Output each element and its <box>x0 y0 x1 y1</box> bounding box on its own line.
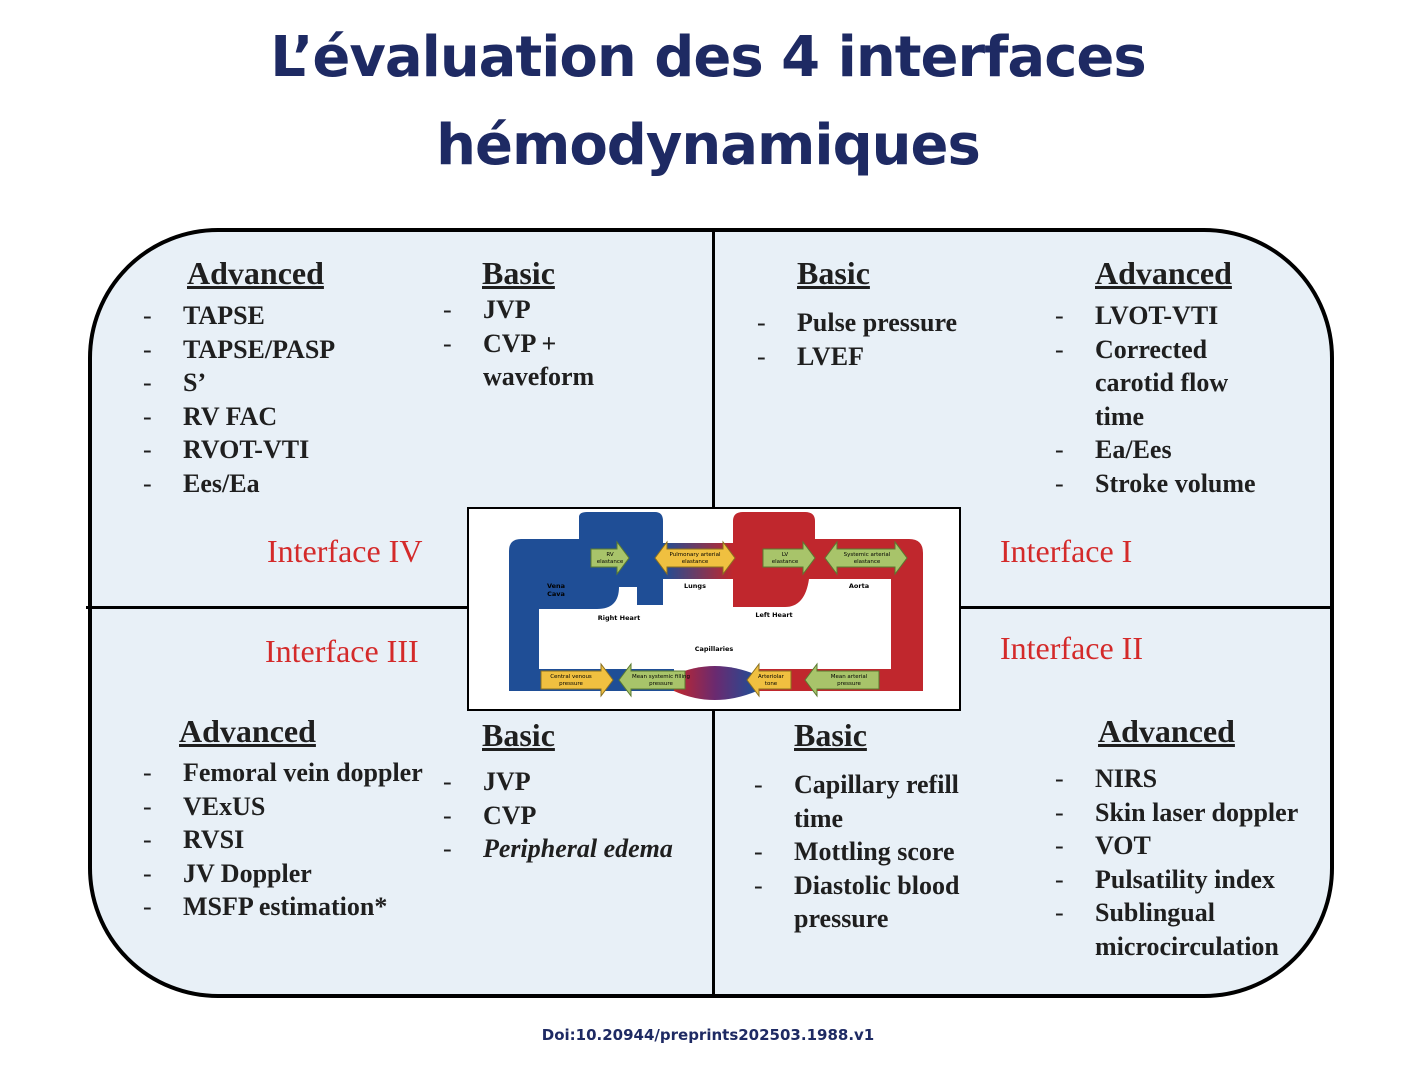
pulmonary-elastance-arrow <box>654 540 736 576</box>
map-arrow <box>804 662 880 698</box>
list-item: TAPSE/PASP <box>143 333 443 367</box>
list-item: Corrected carotid flow time <box>1055 333 1270 434</box>
interface-iv-advanced-heading: Advanced <box>187 255 324 291</box>
interface-ii-basic-heading: Basic <box>794 717 867 753</box>
interface-i-basic-list: Pulse pressure LVEF <box>757 306 1017 373</box>
list-item: CVP + waveform <box>443 327 633 394</box>
title-line-2: hémodynamiques <box>436 113 981 178</box>
interface-iii-advanced-heading: Advanced <box>179 713 316 749</box>
capillary-bed <box>674 666 757 700</box>
list-item: Peripheral edema <box>443 832 708 866</box>
list-item: Diastolic blood pressure <box>754 869 1004 936</box>
list-item: Mottling score <box>754 835 1004 869</box>
list-item: VOT <box>1055 829 1325 863</box>
interface-ii-advanced-heading: Advanced <box>1098 713 1235 749</box>
list-item: JVP <box>443 293 633 327</box>
interface-i-basic-heading: Basic <box>797 255 870 291</box>
list-item: Capillary refill time <box>754 768 1004 835</box>
arterial-circuit <box>733 512 923 691</box>
interface-ii-advanced-list: NIRS Skin laser doppler VOT Pulsatility … <box>1055 762 1325 964</box>
list-item: Sublingual microcirculation <box>1055 896 1325 963</box>
list-item: TAPSE <box>143 299 443 333</box>
interface-iii-label: Interface III <box>265 633 419 669</box>
interface-iv-advanced-list: TAPSE TAPSE/PASP S’ RV FAC RVOT-VTI Ees/… <box>143 299 443 501</box>
list-item: JVP <box>443 765 708 799</box>
list-item: Pulsatility index <box>1055 863 1325 897</box>
interface-i-label: Interface I <box>1000 533 1133 569</box>
list-item: LVOT-VTI <box>1055 299 1270 333</box>
page-title: L’évaluation des 4 interfaces hémodynami… <box>0 14 1416 190</box>
list-item: RVSI <box>143 823 433 857</box>
interface-ii-label: Interface II <box>1000 630 1143 666</box>
systemic-elastance-arrow <box>824 540 908 576</box>
title-line-1: L’évaluation des 4 interfaces <box>270 25 1146 90</box>
list-item: CVP <box>443 799 708 833</box>
list-item: Pulse pressure <box>757 306 1017 340</box>
interface-iii-basic-heading: Basic <box>482 717 555 753</box>
list-item: NIRS <box>1055 762 1325 796</box>
venous-circuit <box>509 512 674 691</box>
list-item: Stroke volume <box>1055 467 1270 501</box>
list-item: RV FAC <box>143 400 443 434</box>
rv-elastance-arrow <box>590 540 630 576</box>
doi-citation: Doi:10.20944/preprints202503.1988.v1 <box>541 1026 875 1044</box>
interface-iv-basic-list: JVP CVP + waveform <box>443 293 633 394</box>
list-item: Ees/Ea <box>143 467 443 501</box>
list-item: S’ <box>143 366 443 400</box>
interface-iv-basic-heading: Basic <box>482 255 555 291</box>
interface-i-advanced-heading: Advanced <box>1095 255 1232 291</box>
list-item: VExUS <box>143 790 433 824</box>
msfp-arrow <box>618 662 686 698</box>
list-item: Femoral vein doppler <box>143 756 433 790</box>
capillaries-label: Capillaries <box>695 645 734 653</box>
left-heart-label: Left Heart <box>755 611 792 619</box>
interface-iv-label: Interface IV <box>267 533 423 569</box>
list-item: RVOT-VTI <box>143 433 443 467</box>
list-item: Skin laser doppler <box>1055 796 1325 830</box>
arteriolar-tone-arrow <box>746 662 792 698</box>
list-item: JV Doppler <box>143 857 433 891</box>
list-item: MSFP estimation* <box>143 890 433 924</box>
interface-ii-basic-list: Capillary refill time Mottling score Dia… <box>754 768 1004 936</box>
right-heart-label: Right Heart <box>598 614 640 622</box>
lungs-label: Lungs <box>684 582 706 590</box>
lv-elastance-arrow <box>762 540 816 576</box>
list-item: LVEF <box>757 340 1017 374</box>
cvp-arrow <box>540 662 614 698</box>
interface-iii-basic-list: JVP CVP Peripheral edema <box>443 765 708 866</box>
interface-iii-advanced-list: Femoral vein doppler VExUS RVSI JV Doppl… <box>143 756 433 924</box>
aorta-label: Aorta <box>849 582 869 590</box>
list-item: Ea/Ees <box>1055 433 1270 467</box>
interface-i-advanced-list: LVOT-VTI Corrected carotid flow time Ea/… <box>1055 299 1270 501</box>
